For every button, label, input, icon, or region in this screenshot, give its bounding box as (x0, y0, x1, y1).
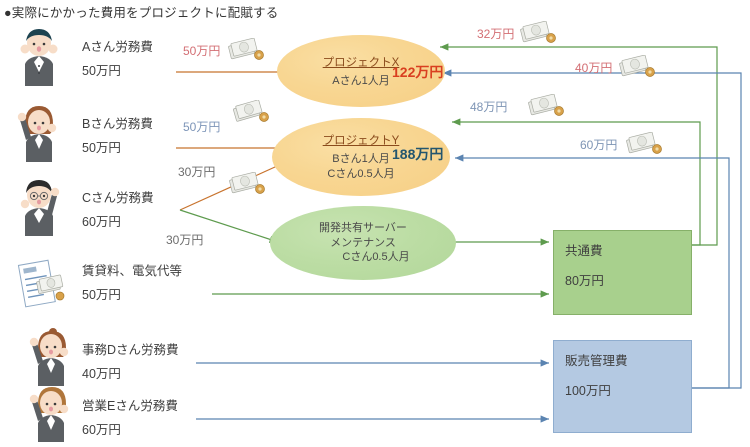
source-amount-b: 50万円 (82, 140, 121, 155)
source-label-rent: 賃貸料、電気代等 50万円 (82, 265, 182, 301)
project-x-title: プロジェクトX (322, 56, 400, 69)
shared-server-line-2: メンテナンス (330, 236, 396, 249)
source-label-a: Aさん労務費 50万円 (82, 41, 153, 77)
shared-server-ellipse[interactable]: 開発共有サーバー メンテナンス Cさん0.5人月 (270, 206, 456, 280)
source-name-a: Aさん労務費 (82, 40, 153, 54)
common-cost-title: 共通費 (565, 244, 603, 258)
source-name-b: Bさん労務費 (82, 117, 153, 131)
project-x-ellipse[interactable]: プロジェクトX Aさん1人月 (277, 35, 445, 107)
project-x-line-1: Aさん1人月 (332, 74, 390, 87)
source-amount-d: 40万円 (82, 366, 121, 381)
source-amount-a: 50万円 (82, 63, 121, 78)
money-icon (228, 171, 268, 203)
project-y-ellipse[interactable]: プロジェクトY Bさん1人月 Cさん0.5人月 (272, 118, 450, 196)
money-icon (232, 99, 272, 131)
flow-amount-a-to-x: 50万円 (183, 44, 221, 58)
sga-cost-box[interactable]: 販売管理費 100万円 (553, 340, 692, 433)
project-y-title: プロジェクトY (322, 135, 400, 148)
common-cost-box[interactable]: 共通費 80万円 (553, 230, 692, 315)
project-y-line-2: Cさん0.5人月 (327, 168, 395, 180)
common-cost-amount: 80万円 (565, 274, 604, 288)
source-name-d: 事務Dさん労務費 (82, 343, 179, 357)
source-name-e: 営業Eさん労務費 (82, 399, 178, 413)
flow-amount-sga-to-x: 40万円 (575, 61, 613, 75)
flow-common-to-projectx (440, 43, 718, 246)
flow-amount-sga-to-y: 60万円 (580, 138, 618, 152)
source-label-c: Cさん労務費 60万円 (82, 192, 154, 228)
person-male-c-icon (16, 178, 62, 241)
page-title: ●実際にかかった費用をプロジェクトに配賦する (4, 6, 279, 20)
source-name-c: Cさん労務費 (82, 191, 154, 205)
person-female-d-icon (28, 328, 74, 391)
shared-server-line-1: 開発共有サーバー (319, 221, 407, 234)
project-y-line-1: Bさん1人月 (332, 153, 390, 166)
money-icon (625, 131, 665, 163)
flow-amount-b-to-y: 50万円 (183, 120, 221, 134)
flow-common-to-projecty (452, 118, 701, 246)
person-female-b-icon (16, 104, 62, 167)
flow-amount-c-to-server: 30万円 (166, 233, 204, 247)
money-icon (519, 20, 559, 52)
source-amount-e: 60万円 (82, 422, 121, 437)
project-x-total: 122万円 (392, 64, 444, 80)
flow-sga-to-projecty (455, 154, 730, 389)
person-female-e-icon (28, 384, 74, 447)
money-icon (527, 93, 567, 125)
source-name-rent: 賃貸料、電気代等 (82, 264, 183, 278)
project-y-total: 188万円 (392, 146, 444, 162)
source-label-b: Bさん労務費 50万円 (82, 118, 153, 154)
source-label-d: 事務Dさん労務費 40万円 (82, 344, 179, 380)
source-amount-rent: 50万円 (82, 287, 121, 302)
shared-server-line-3: Cさん0.5人月 (342, 251, 410, 264)
flow-amount-c-to-y: 30万円 (178, 165, 216, 179)
flow-amount-common-to-y: 48万円 (470, 100, 508, 114)
flow-c-to-server (179, 209, 279, 243)
sga-cost-amount: 100万円 (565, 384, 611, 398)
money-icon (618, 54, 658, 86)
person-male-a-icon (16, 28, 62, 91)
invoice-document-icon (14, 258, 66, 315)
flow-amount-common-to-x: 32万円 (477, 27, 515, 41)
money-icon (227, 37, 267, 69)
source-amount-c: 60万円 (82, 214, 121, 229)
source-label-e: 営業Eさん労務費 60万円 (82, 400, 178, 436)
sga-cost-title: 販売管理費 (565, 354, 628, 368)
